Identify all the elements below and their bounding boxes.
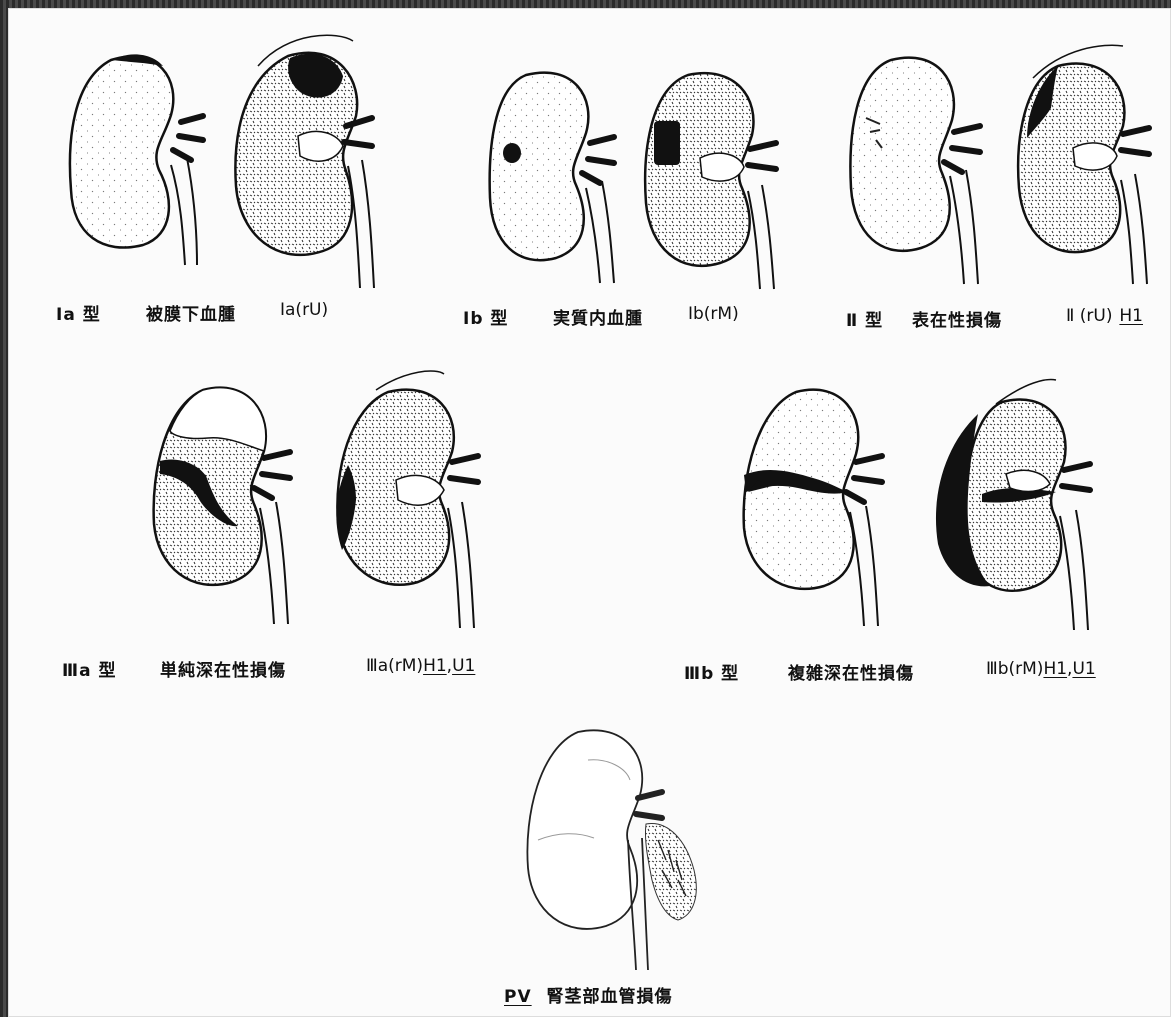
kidney-ia-section-figure — [228, 26, 388, 296]
label-ia-type: Ⅰa 型 — [56, 300, 101, 325]
kidney-ib-section-figure — [640, 63, 790, 293]
label-ii-name: 表在性損傷 — [912, 306, 1002, 331]
kidney-ia-surface-figure — [63, 40, 213, 270]
kidney-iiib-surface-figure — [738, 380, 908, 630]
diagram-sheet: Ⅰa 型 被膜下血腫 Ⅰa(rU) Ⅰb 型 実質内血腫 Ⅰb(rM) Ⅱ 型 … — [8, 8, 1171, 1017]
kidney-ib-surface-figure — [486, 63, 636, 288]
kidney-ii-section-figure — [1013, 38, 1171, 288]
label-iiia-name: 単純深在性損傷 — [160, 656, 286, 681]
label-iiia-code: Ⅲa(rM)H1,U1 — [366, 656, 475, 676]
label-iiib-code-h1: H1 — [1043, 659, 1067, 679]
kidney-iiia-surface-figure — [148, 376, 308, 628]
kidney-ii-surface-figure — [846, 48, 996, 288]
label-iiia-code-u1: U1 — [452, 656, 475, 676]
label-pv-name: 腎茎部血管損傷 — [547, 987, 673, 1007]
label-ib-name: 実質内血腫 — [553, 304, 643, 329]
kidney-iiib-section-figure — [926, 374, 1111, 634]
label-ia-name: 被膜下血腫 — [146, 300, 236, 325]
kidney-iiia-section-figure — [326, 370, 496, 632]
label-ii-code: Ⅱ (rU) H1 — [1066, 306, 1143, 326]
label-iiib-name: 複雑深在性損傷 — [788, 659, 914, 684]
label-iiib-type: Ⅲb 型 — [684, 659, 739, 684]
label-ii-code-h1: H1 — [1119, 306, 1143, 326]
kidney-pv-figure — [518, 720, 718, 975]
label-pv-code: PV — [504, 987, 532, 1007]
label-ia-code: Ⅰa(rU) — [280, 300, 328, 320]
label-ii-type: Ⅱ 型 — [846, 306, 883, 331]
label-iiia-type: Ⅲa 型 — [62, 656, 116, 681]
label-iiib-code: Ⅲb(rM)H1,U1 — [986, 659, 1096, 679]
label-pv: PV 腎茎部血管損傷 — [504, 982, 673, 1007]
label-ib-code: Ⅰb(rM) — [688, 304, 739, 324]
label-iiib-code-u1: U1 — [1072, 659, 1095, 679]
label-ib-type: Ⅰb 型 — [463, 304, 508, 329]
label-iiia-code-h1: H1 — [423, 656, 447, 676]
